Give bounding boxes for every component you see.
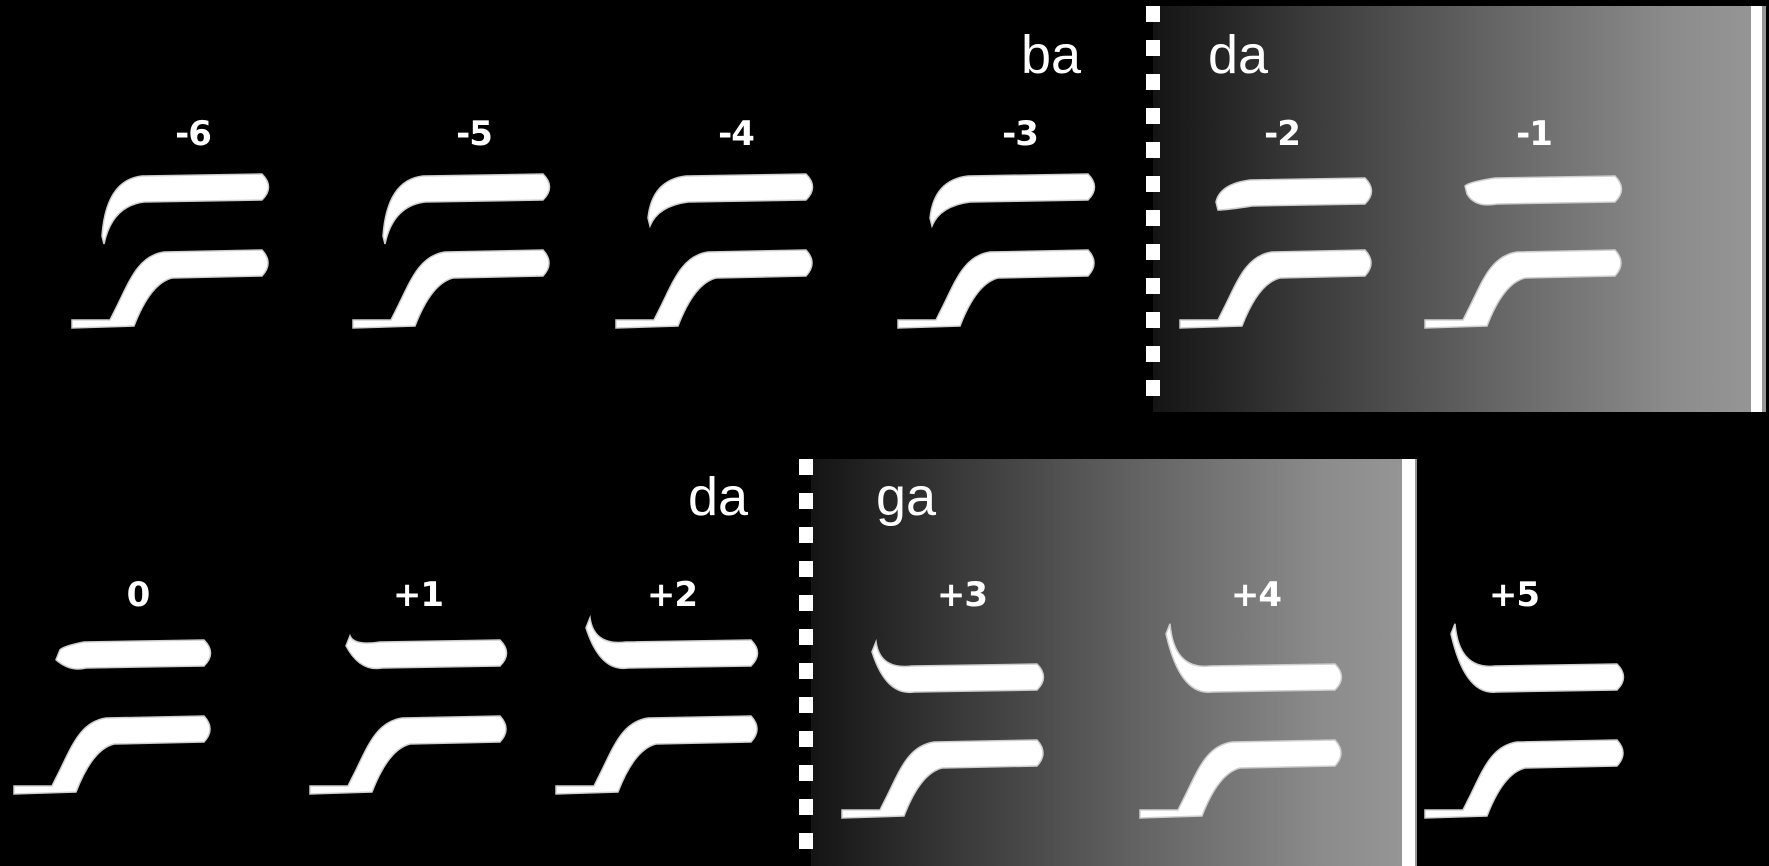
boundary-dash xyxy=(1146,312,1160,328)
category-label-da-row1: da xyxy=(1208,25,1269,85)
boundary-dash xyxy=(1146,6,1160,22)
stimulus-spectrogram xyxy=(1139,623,1343,819)
f2-formant xyxy=(352,249,550,329)
f2-formant xyxy=(13,715,211,795)
boundary-dash xyxy=(799,833,813,849)
step-label: -3 xyxy=(1002,114,1039,154)
f3-formant xyxy=(382,173,551,245)
f2-formant xyxy=(841,739,1044,819)
continuum-end-bar-row1 xyxy=(1751,6,1762,412)
step-label: -5 xyxy=(456,114,493,154)
boundary-dash xyxy=(1146,40,1160,56)
boundary-dash xyxy=(799,697,813,713)
boundary-dash xyxy=(799,493,813,509)
boundary-dash xyxy=(1146,244,1160,260)
f2-formant xyxy=(1424,249,1622,329)
stimulus-spectrogram xyxy=(352,173,551,329)
f3-formant xyxy=(871,638,1045,694)
boundary-dash xyxy=(1146,278,1160,294)
step-label: -6 xyxy=(175,114,212,154)
stimulus-spectrogram xyxy=(1179,177,1373,329)
step-label: 0 xyxy=(126,575,151,615)
step-label: +3 xyxy=(936,575,988,615)
boundary-dash xyxy=(1146,210,1160,226)
step-label: +5 xyxy=(1488,575,1540,615)
f3-formant xyxy=(1215,177,1373,211)
boundary-dash xyxy=(799,595,813,611)
category-label-ga: ga xyxy=(876,467,937,527)
f3-formant xyxy=(1464,175,1623,206)
stimulus-spectrogram xyxy=(309,633,508,795)
step-label: +1 xyxy=(392,575,444,615)
boundary-dash xyxy=(1146,346,1160,362)
f2-formant xyxy=(1139,739,1342,819)
stimulus-spectrogram xyxy=(615,173,814,329)
f3-formant xyxy=(647,173,814,229)
boundary-dash xyxy=(799,663,813,679)
boundary-dash xyxy=(1146,142,1160,158)
f2-formant xyxy=(1179,249,1372,329)
f2-formant xyxy=(71,249,269,329)
boundary-dash xyxy=(1146,74,1160,90)
boundary-dash xyxy=(799,765,813,781)
category-label-da-row2: da xyxy=(688,467,749,527)
boundary-dash xyxy=(799,561,813,577)
boundary-dash xyxy=(799,629,813,645)
step-label: -2 xyxy=(1264,114,1301,154)
step-label: +2 xyxy=(646,575,698,615)
stimulus-spectrogram xyxy=(1424,175,1623,329)
f3-formant xyxy=(585,614,759,670)
stimulus-spectrogram xyxy=(1424,623,1625,819)
f2-formant xyxy=(1424,739,1624,819)
f2-formant xyxy=(309,715,507,795)
boundary-dash xyxy=(799,731,813,747)
boundary-dash xyxy=(799,799,813,815)
f3-formant xyxy=(55,639,212,670)
da-category-region-row1 xyxy=(1153,6,1766,412)
f3-formant xyxy=(929,173,1096,229)
category-label-ba: ba xyxy=(1021,25,1082,85)
step-label: -4 xyxy=(718,114,755,154)
stimulus-spectrogram xyxy=(897,173,1096,329)
step-label: -1 xyxy=(1516,114,1553,154)
stimulus-spectrogram xyxy=(71,173,270,329)
boundary-dash xyxy=(1146,108,1160,124)
category-end-bar-row2 xyxy=(1402,459,1415,866)
step-label: +4 xyxy=(1230,575,1282,615)
boundary-dash xyxy=(1146,176,1160,192)
stimulus-spectrogram xyxy=(841,638,1045,819)
f3-formant xyxy=(101,173,270,245)
f3-formant xyxy=(345,633,508,670)
boundary-dash xyxy=(799,527,813,543)
boundary-dash xyxy=(1146,380,1160,396)
f3-formant xyxy=(1165,623,1343,693)
stimulus-spectrogram xyxy=(13,639,212,795)
f3-formant xyxy=(1450,623,1625,693)
f2-formant xyxy=(555,715,758,795)
boundary-dash xyxy=(799,459,813,475)
stimulus-spectrogram xyxy=(555,614,759,795)
f2-formant xyxy=(897,249,1095,329)
f2-formant xyxy=(615,249,813,329)
